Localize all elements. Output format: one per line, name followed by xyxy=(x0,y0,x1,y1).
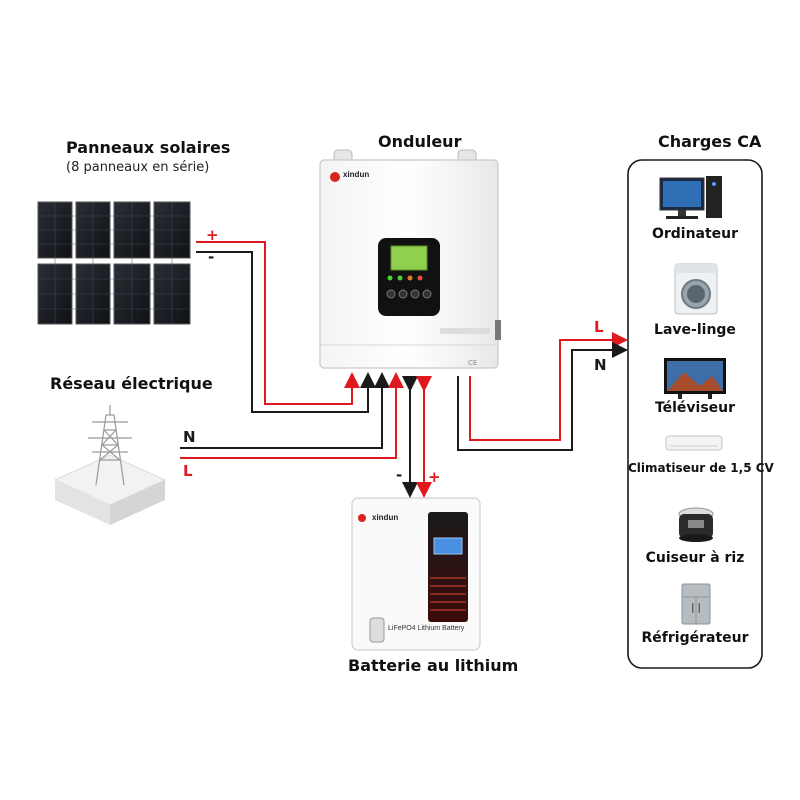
solar-positive-wire xyxy=(196,241,360,405)
load-label: Climatiseur de 1,5 CV xyxy=(628,461,774,475)
washing-machine-icon xyxy=(674,263,718,315)
solar-title: Panneaux solaires xyxy=(66,138,231,157)
solar-minus-label: - xyxy=(208,248,215,266)
svg-text:CE: CE xyxy=(468,359,477,367)
rice-cooker-icon xyxy=(678,507,714,542)
load-label: Réfrigérateur xyxy=(641,630,749,646)
battery-brand: xindun xyxy=(372,513,399,522)
solar-plus-label: + xyxy=(206,226,219,244)
battery-type-label: LiFePO4 Lithium Battery xyxy=(388,625,465,632)
battery-title: Batterie au lithium xyxy=(348,656,519,675)
grid-l-label: L xyxy=(183,462,193,480)
load-label: Lave-linge xyxy=(654,322,736,338)
battery-minus-label: - xyxy=(396,466,403,484)
solar-subtitle: (8 panneaux en série) xyxy=(66,160,210,175)
grid-n-label: N xyxy=(183,428,196,446)
grid-l-wire xyxy=(180,372,404,459)
grid-title: Réseau électrique xyxy=(50,374,213,393)
grid-tower xyxy=(53,405,167,525)
output-n-wire xyxy=(457,342,628,451)
solar-panels xyxy=(37,201,191,325)
tv-icon xyxy=(664,358,726,399)
battery-unit xyxy=(351,497,481,651)
output-n-label: N xyxy=(594,356,607,374)
grid-n-wire xyxy=(180,372,390,449)
fridge-icon xyxy=(681,583,711,625)
battery-plus-label: + xyxy=(428,468,441,486)
output-l-label: L xyxy=(594,318,604,336)
load-label: Cuiseur à riz xyxy=(645,550,745,566)
computer-icon xyxy=(659,176,722,219)
output-l-wire xyxy=(469,332,628,441)
solar-negative-wire xyxy=(196,251,376,413)
load-label: Ordinateur xyxy=(651,226,739,242)
loads-list: Ordinateur Lave-linge Téléviseur Climati… xyxy=(628,0,774,800)
load-label: Téléviseur xyxy=(654,400,736,416)
inverter-brand: xindun xyxy=(343,170,370,179)
inverter-title: Onduleur xyxy=(378,132,462,151)
air-conditioner-icon xyxy=(665,435,723,451)
loads-title: Charges CA xyxy=(658,132,762,151)
inverter: CE xyxy=(319,149,501,369)
loads-box xyxy=(627,159,763,669)
